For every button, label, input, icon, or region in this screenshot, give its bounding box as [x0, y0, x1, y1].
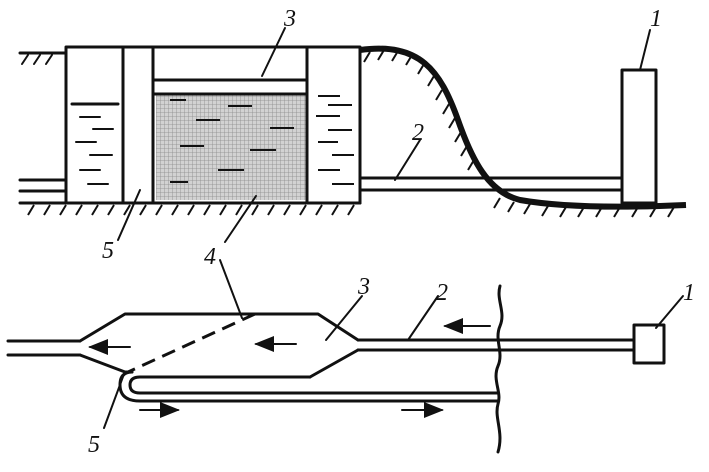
- outlet-pipe-left: [18, 178, 68, 193]
- plan-return-channel: [118, 370, 499, 403]
- embankment-slope: [359, 45, 687, 218]
- plan-inflow-pipe: [356, 338, 636, 352]
- plan-view: 1 2 3 5: [6, 259, 695, 458]
- section-view: 1 2 3 4 5: [18, 6, 687, 270]
- plan-source-unit: [632, 323, 666, 365]
- label-top-3: 3: [283, 6, 296, 32]
- bottom-leaders: [103, 259, 684, 429]
- flow-arrows: [88, 318, 491, 418]
- plan-outlet-pipe: [6, 339, 82, 357]
- label-top-5: 5: [102, 238, 114, 264]
- label-top-2: 2: [412, 120, 424, 146]
- plan-filter-boundary: [127, 312, 256, 374]
- left-chamber: [70, 45, 125, 205]
- filter-media: [151, 78, 309, 200]
- label-bottom-5: 5: [88, 432, 100, 458]
- label-bottom-3: 3: [357, 274, 370, 300]
- base-floor: [18, 201, 362, 216]
- source-unit: [620, 68, 658, 205]
- inflow-pipe: [358, 176, 624, 192]
- label-bottom-2: 2: [436, 280, 448, 306]
- tank-outer-wall: [64, 45, 362, 205]
- top-leaders: [117, 27, 651, 243]
- ground-left: [18, 51, 68, 65]
- plan-tank-outline: [78, 312, 360, 379]
- label-top-4: 4: [204, 244, 216, 270]
- break-line: [494, 284, 504, 454]
- right-chamber: [305, 45, 354, 205]
- label-bottom-1: 1: [683, 280, 695, 306]
- label-top-1: 1: [650, 6, 662, 32]
